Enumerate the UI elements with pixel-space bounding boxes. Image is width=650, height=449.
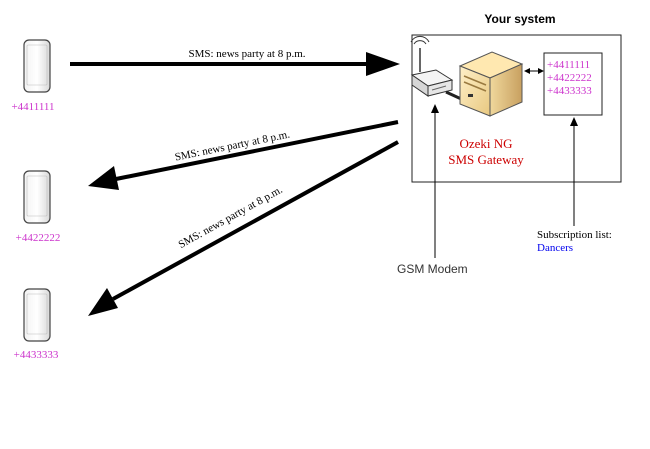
phone-1-number: +4411111 [11, 101, 54, 113]
system-title: Your system [484, 12, 555, 26]
gateway-name-line1: Ozeki NG [459, 136, 512, 151]
outgoing-sms-arrow-1 [88, 120, 399, 190]
phone-2-icon [23, 170, 51, 224]
subscription-member-2: +4422222 [547, 72, 592, 84]
system-boundary [411, 34, 622, 183]
subscription-member-1: +4411111 [547, 59, 590, 71]
subscription-list-box [543, 52, 603, 116]
subscription-callout-arrow [570, 117, 578, 226]
subscription-caption: Subscription list: [537, 229, 612, 241]
subscription-member-3: +4433333 [547, 85, 592, 97]
phone-2-number: +4422222 [16, 232, 61, 244]
server-list-link-arrow [524, 68, 544, 74]
phone-3-number: +4433333 [14, 349, 59, 361]
incoming-sms-arrow [70, 52, 400, 76]
phone-1-icon [23, 39, 51, 93]
outgoing-sms-arrow-2 [88, 140, 399, 316]
modem-callout-arrow [431, 104, 439, 258]
server-icon [458, 51, 524, 117]
gsm-modem-icon [410, 35, 454, 97]
incoming-sms-label: SMS: news party at 8 p.m. [188, 48, 305, 60]
outgoing-sms-label-2: SMS: news party at 8 p.m. [176, 184, 284, 251]
subscription-list-name: Dancers [537, 242, 573, 254]
phone-3-icon [23, 288, 51, 342]
gateway-name-line2: SMS Gateway [448, 152, 524, 167]
modem-label: GSM Modem [397, 262, 468, 276]
